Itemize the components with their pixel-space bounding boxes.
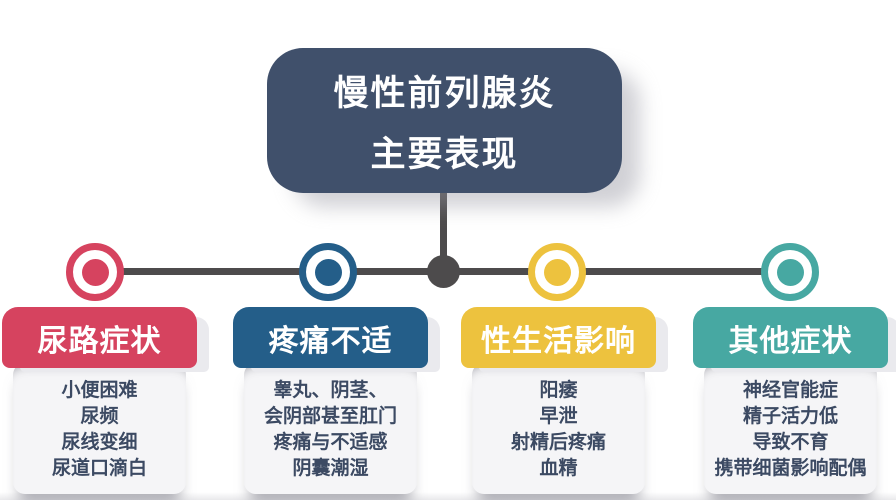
timeline-node-pain xyxy=(299,243,357,301)
timeline-node-dot xyxy=(81,258,109,286)
timeline-node-sexual xyxy=(528,243,586,301)
list-item: 尿线变细 xyxy=(61,432,138,453)
list-item: 阳痿 xyxy=(539,380,578,401)
timeline-node-dot xyxy=(314,258,342,286)
list-item: 射精后疼痛 xyxy=(510,432,606,453)
list-item: 会阴部甚至肛门 xyxy=(263,406,397,427)
title-box: 慢性前列腺炎 主要表现 xyxy=(267,48,622,193)
timeline-node-urinary xyxy=(66,243,124,301)
category-column-other: 其他症状 神经官能症 精子活力低 导致不育 携带细菌影响配偶 xyxy=(693,307,888,494)
timeline-node-dot xyxy=(776,258,804,286)
list-item: 血精 xyxy=(539,458,578,479)
list-item: 疼痛与不适感 xyxy=(273,432,388,453)
category-header-other: 其他症状 xyxy=(693,307,888,368)
page-edge-strip xyxy=(0,492,896,500)
title-line-1: 慢性前列腺炎 xyxy=(333,73,556,113)
list-item: 阴囊潮湿 xyxy=(292,458,369,479)
timeline-node-dot xyxy=(543,258,571,286)
category-header-pain: 疼痛不适 xyxy=(233,307,428,368)
list-item: 精子活力低 xyxy=(742,406,838,427)
connector-junction-dot xyxy=(427,255,460,288)
category-column-urinary: 尿路症状 小便困难 尿频 尿线变细 尿道口滴白 xyxy=(2,307,197,494)
category-header-sexual: 性生活影响 xyxy=(461,307,656,368)
list-item: 睾丸、阴茎、 xyxy=(273,380,388,401)
list-item: 导致不育 xyxy=(752,432,829,453)
category-column-sexual: 性生活影响 阳痿 早泄 射精后疼痛 血精 xyxy=(461,307,656,494)
symptom-list-sexual: 阳痿 早泄 射精后疼痛 血精 xyxy=(472,363,645,494)
category-column-pain: 疼痛不适 睾丸、阴茎、 会阴部甚至肛门 疼痛与不适感 阴囊潮湿 xyxy=(233,307,428,494)
symptom-list-pain: 睾丸、阴茎、 会阴部甚至肛门 疼痛与不适感 阴囊潮湿 xyxy=(244,363,417,494)
list-item: 小便困难 xyxy=(61,380,138,401)
connector-vertical xyxy=(440,192,447,274)
timeline-node-other xyxy=(761,243,819,301)
list-item: 尿频 xyxy=(80,406,119,427)
list-item: 尿道口滴白 xyxy=(51,458,147,479)
title-line-2: 主要表现 xyxy=(370,134,519,174)
category-header-urinary: 尿路症状 xyxy=(2,307,197,368)
list-item: 神经官能症 xyxy=(742,380,838,401)
list-item: 携带细菌影响配偶 xyxy=(714,458,867,479)
symptom-list-urinary: 小便困难 尿频 尿线变细 尿道口滴白 xyxy=(13,363,186,494)
list-item: 早泄 xyxy=(539,406,578,427)
symptom-list-other: 神经官能症 精子活力低 导致不育 携带细菌影响配偶 xyxy=(704,363,877,494)
